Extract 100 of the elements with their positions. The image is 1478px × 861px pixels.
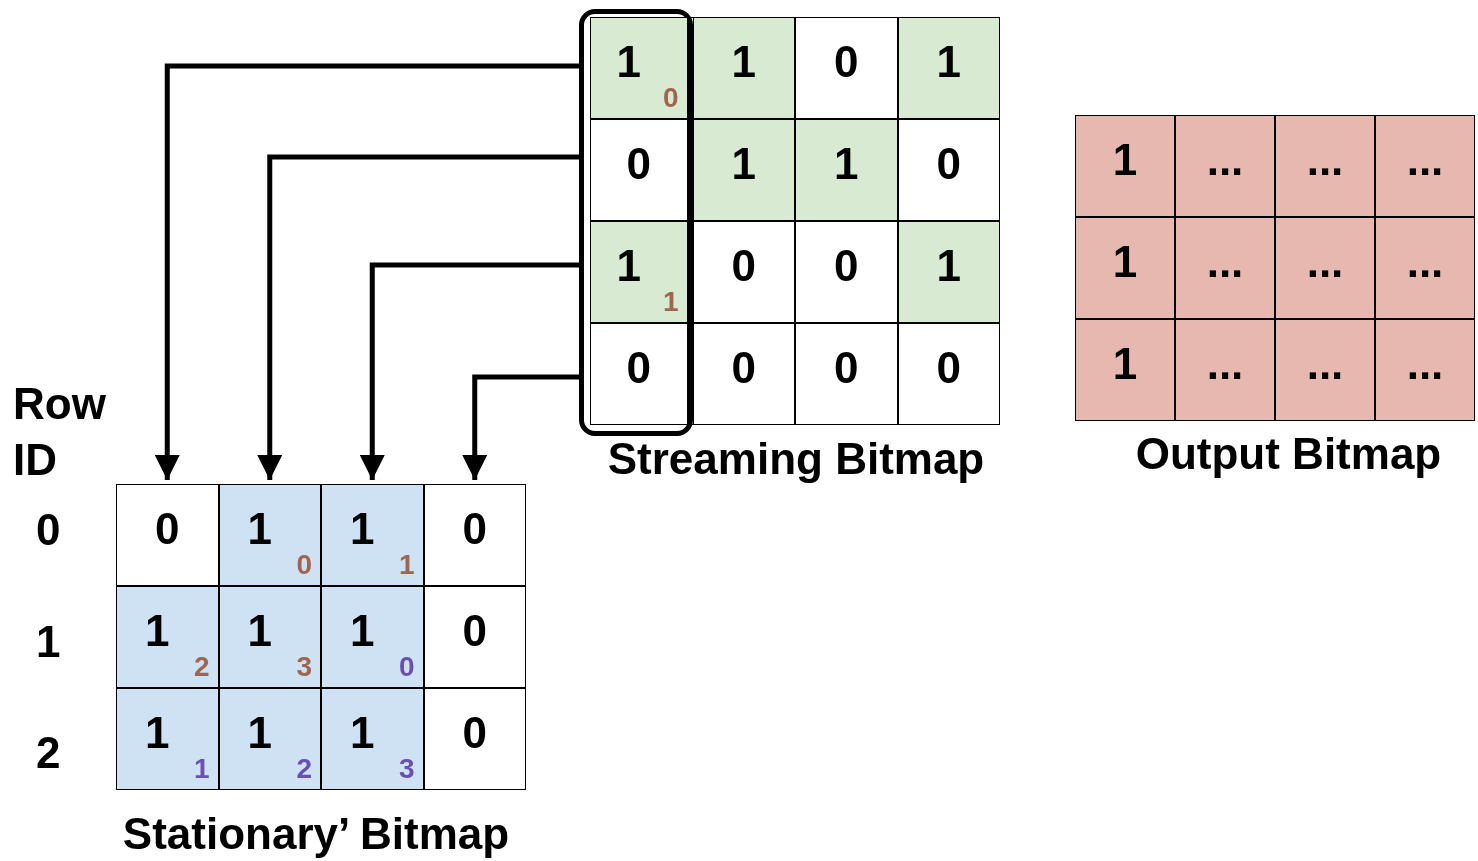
grid-cell bbox=[692, 221, 795, 323]
bit-value: 1 bbox=[349, 711, 376, 755]
arrow bbox=[154, 63, 579, 480]
grid-cell bbox=[1075, 217, 1175, 319]
bit-value: 1 bbox=[144, 711, 171, 755]
grid-cell bbox=[423, 586, 526, 688]
bit-value: 1 bbox=[935, 244, 962, 288]
grid-cell bbox=[218, 586, 321, 688]
grid-cell bbox=[116, 688, 219, 790]
bit-value: 0 bbox=[935, 142, 962, 186]
grid-cell bbox=[795, 323, 898, 425]
highlight-frame bbox=[579, 9, 693, 436]
grid-cell bbox=[1275, 115, 1375, 217]
subscript-index: 1 bbox=[398, 551, 415, 579]
bit-value: ... bbox=[1205, 342, 1245, 386]
bit-value: 1 bbox=[349, 507, 376, 551]
grid-cell bbox=[590, 323, 688, 425]
grid-cell bbox=[1175, 115, 1275, 217]
arrow bbox=[257, 154, 579, 480]
grid-cell bbox=[321, 586, 424, 688]
grid-cell bbox=[423, 484, 526, 586]
bit-value: 1 bbox=[1111, 240, 1139, 284]
grid-cell bbox=[1075, 319, 1175, 421]
bit-value: 1 bbox=[246, 609, 273, 653]
row-number: 1 bbox=[36, 616, 62, 668]
grid-caption: Output Bitmap bbox=[1134, 429, 1443, 479]
bit-value: 1 bbox=[144, 609, 171, 653]
grid-cell bbox=[897, 119, 1000, 221]
grid-cell bbox=[218, 484, 321, 586]
bit-value: ... bbox=[1205, 138, 1245, 182]
grid-cell bbox=[897, 323, 1000, 425]
grid-cell bbox=[1175, 319, 1275, 421]
axis-title: Row ID bbox=[13, 378, 107, 486]
grid-cell bbox=[590, 221, 688, 323]
bit-value: 0 bbox=[935, 346, 962, 390]
bit-value: 0 bbox=[833, 346, 860, 390]
bit-value: 1 bbox=[1111, 342, 1139, 386]
grid-cell bbox=[218, 688, 321, 790]
grid-cell bbox=[897, 221, 1000, 323]
bit-value: 0 bbox=[461, 711, 488, 755]
bit-value: 0 bbox=[730, 346, 757, 390]
bit-value: 0 bbox=[833, 244, 860, 288]
grid-cell bbox=[1275, 319, 1375, 421]
grid-cell bbox=[897, 17, 1000, 119]
subscript-index: 1 bbox=[662, 288, 679, 316]
grid-cell bbox=[1075, 115, 1175, 217]
grid-cell bbox=[795, 119, 898, 221]
bit-value: ... bbox=[1205, 240, 1245, 284]
grid-cell bbox=[1375, 319, 1475, 421]
grid-cell bbox=[423, 688, 526, 790]
bit-value: ... bbox=[1305, 342, 1345, 386]
grid-cell bbox=[1275, 217, 1375, 319]
subscript-index: 0 bbox=[662, 84, 679, 112]
bit-value: 1 bbox=[246, 507, 273, 551]
bit-value: 1 bbox=[730, 142, 757, 186]
bit-value: 1 bbox=[730, 40, 757, 84]
subscript-index: 2 bbox=[193, 653, 210, 681]
grid-cell bbox=[692, 119, 795, 221]
grid-cell bbox=[116, 484, 219, 586]
bit-value: ... bbox=[1405, 240, 1445, 284]
bit-value: 1 bbox=[615, 40, 642, 84]
row-number: 0 bbox=[36, 504, 62, 556]
grid-cell bbox=[590, 119, 688, 221]
subscript-index: 3 bbox=[296, 653, 312, 681]
bit-value: 0 bbox=[625, 142, 652, 186]
grid-caption: Streaming Bitmap bbox=[606, 434, 986, 484]
bit-value: ... bbox=[1305, 240, 1345, 284]
arrow bbox=[359, 262, 579, 480]
bit-value: ... bbox=[1405, 342, 1445, 386]
grid-cell bbox=[321, 688, 424, 790]
subscript-index: 0 bbox=[296, 551, 312, 579]
bit-value: 1 bbox=[246, 711, 273, 755]
grid-cell bbox=[692, 323, 795, 425]
bit-value: 0 bbox=[154, 507, 181, 551]
bit-value: 0 bbox=[730, 244, 757, 288]
bit-value: 1 bbox=[615, 244, 642, 288]
bit-value: 1 bbox=[935, 40, 962, 84]
grid-cell bbox=[692, 17, 795, 119]
subscript-index: 0 bbox=[398, 653, 415, 681]
bit-value: 0 bbox=[625, 346, 652, 390]
grid-cell bbox=[1375, 115, 1475, 217]
row-number: 2 bbox=[36, 727, 62, 779]
bit-value: 0 bbox=[833, 40, 860, 84]
bit-value: 1 bbox=[349, 609, 376, 653]
grid-cell bbox=[321, 484, 424, 586]
bit-value: 1 bbox=[833, 142, 860, 186]
arrow bbox=[462, 374, 579, 480]
grid-cell bbox=[795, 17, 898, 119]
bit-value: 0 bbox=[461, 507, 488, 551]
bit-value: 0 bbox=[461, 609, 488, 653]
subscript-index: 2 bbox=[296, 755, 312, 783]
bit-value: ... bbox=[1405, 138, 1445, 182]
bit-value: 1 bbox=[1111, 138, 1139, 182]
bit-value: ... bbox=[1305, 138, 1345, 182]
grid-cell bbox=[1175, 217, 1275, 319]
grid-cell bbox=[1375, 217, 1475, 319]
grid-cell bbox=[590, 17, 688, 119]
subscript-index: 1 bbox=[193, 755, 210, 783]
grid-cell bbox=[116, 586, 219, 688]
grid-cell bbox=[795, 221, 898, 323]
